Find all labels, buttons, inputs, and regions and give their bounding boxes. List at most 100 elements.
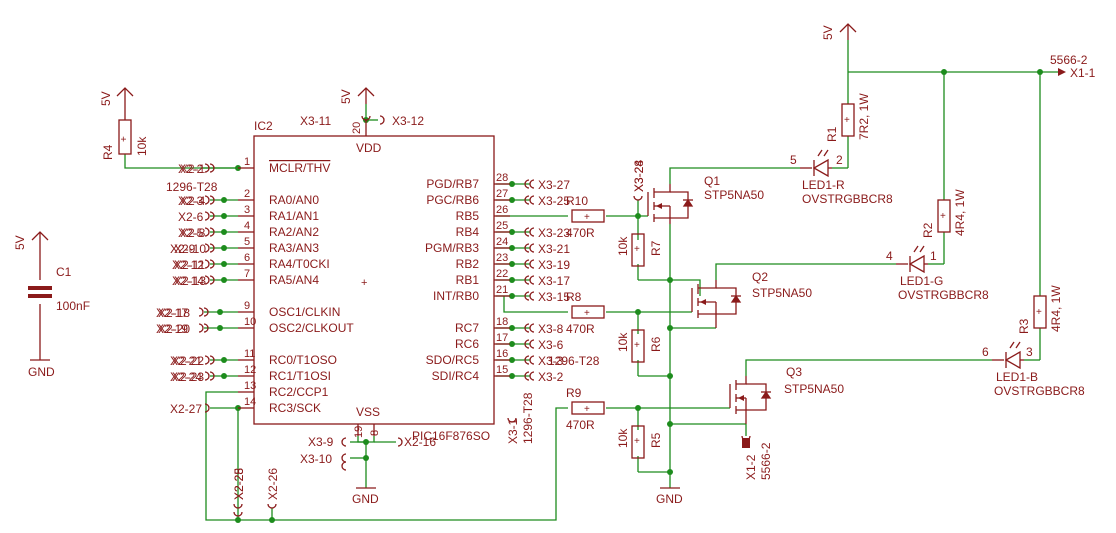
conn-1296-t28-left: 1296-T28 <box>166 180 218 194</box>
r4-resistor: + R4 10k <box>101 110 149 160</box>
conn-x2-14: X2-14 <box>172 274 204 288</box>
conn-x3-6: X3-6 <box>538 338 564 352</box>
conn-x3-3: X3-3 <box>538 354 564 368</box>
c1-value: 100nF <box>56 299 90 313</box>
c1-name: C1 <box>56 265 72 279</box>
ic-pin-label-right: RC7 <box>455 321 479 335</box>
ic-pin-num-right: 15 <box>496 364 508 376</box>
ic-pin-label-right: INT/RB0 <box>433 289 479 303</box>
conn-x3-8: X3-8 <box>538 322 564 336</box>
conn-x3-17: X3-17 <box>538 274 570 288</box>
r7-value: 10k <box>616 236 630 256</box>
svg-text:+: + <box>1036 307 1042 318</box>
ic-pin-num-left: 12 <box>244 364 256 376</box>
conn-x2-20: X2-20 <box>158 322 190 336</box>
conn-x3-12: X3-12 <box>392 114 424 128</box>
ic-pin-label-left: OSC2/CLKOUT <box>269 321 354 335</box>
gnd-mosfet: GND <box>656 492 683 506</box>
ic-pin-label-right: RB4 <box>456 225 480 239</box>
ic-pin-label-right: RB1 <box>456 273 480 287</box>
ic-pin-num-right: 24 <box>496 236 508 248</box>
conn-x2-9: X2-9 <box>170 242 196 256</box>
conn-x3-24: X3-24 <box>632 160 646 192</box>
ic-pic16f876: IC2 VDD VSS PIC16F876SO + <box>238 119 510 443</box>
conn-x3-23: X3-23 <box>538 226 570 240</box>
conn-x2-17: X2-17 <box>156 306 188 320</box>
r8-value: 470R <box>566 322 595 336</box>
conn-x2-1: X2-1 <box>180 162 206 176</box>
conn-x2-10: X2-10 <box>174 242 206 256</box>
ic-pin-num-right: 18 <box>496 316 508 328</box>
conn-x2-8: X2-8 <box>180 226 206 240</box>
gate-resistors: + + + R10 470R R8 470R R9 470R <box>566 194 605 432</box>
led-g-pin-k: 4 <box>886 249 893 263</box>
led-b-pin-k: 6 <box>982 345 989 359</box>
series-resistors: + + + R1 7R2, 1W R2 4R4, 1W R3 4R4, 1W <box>825 93 1063 334</box>
r8-name: R8 <box>566 290 582 304</box>
conn-x3-1: X3-1 <box>506 418 520 444</box>
conn-x2-18: X2-18 <box>158 306 190 320</box>
conn-x3-15: X3-15 <box>538 290 570 304</box>
ic-pin-label-left: RC2/CCP1 <box>269 385 329 399</box>
c1-capacitor: C1 100nF <box>28 265 90 313</box>
r3-value: 4R4, 1W <box>1049 285 1063 332</box>
conn-x3-2: X3-2 <box>538 370 564 384</box>
pulldown-resistors: + + + R7 10k R6 10k R5 10k <box>616 233 663 459</box>
conn-x3-28: X3-28 <box>632 160 646 192</box>
svg-text:+: + <box>584 212 590 223</box>
r3-name: R3 <box>1017 318 1031 334</box>
r6-value: 10k <box>616 332 630 352</box>
q1-name: Q1 <box>704 174 720 188</box>
left-connector-labels: X2-2 X2-1 X2-3 X2-4 X2-6 X2-5 X2-8 X2-9 … <box>156 162 218 416</box>
ic-pin-label-right: SDO/RC5 <box>426 353 480 367</box>
conn-x2-2: X2-2 <box>178 162 204 176</box>
led-blue: 6 3 LED1-B OVSTRGBBCR8 <box>982 341 1085 398</box>
r10-name: R10 <box>566 194 588 208</box>
r9-value: 470R <box>566 418 595 432</box>
ic-pin-num-left: 1 <box>244 156 250 168</box>
gnd-c1: GND <box>28 365 55 379</box>
vcc-r4: 5V <box>99 91 113 106</box>
ic-pin-num-left: 14 <box>244 396 256 408</box>
ic-pin-num-right: 25 <box>496 220 508 232</box>
conn-x3-10: X3-10 <box>300 452 332 466</box>
led-g-name: LED1-G <box>900 274 943 288</box>
ic-pin-num-left: 6 <box>244 252 250 264</box>
conn-x2-6: X2-6 <box>178 210 204 224</box>
q3-value: STP5NA50 <box>784 382 844 396</box>
led-r-pin-a: 2 <box>836 153 843 167</box>
r7-name: R7 <box>649 240 663 256</box>
ic-pin-num-left: 7 <box>244 268 250 280</box>
conn-x2-24: X2-24 <box>170 370 202 384</box>
r4-value: 10k <box>135 136 149 156</box>
r9-name: R9 <box>566 386 582 400</box>
r2-value: 4R4, 1W <box>953 189 967 236</box>
mosfet-q2: Q2 STP5NA50 <box>691 270 812 328</box>
led-b-name: LED1-B <box>996 370 1038 384</box>
ic-pin-label-left: RA5/AN4 <box>269 273 319 287</box>
led-g-pin-a: 1 <box>930 249 937 263</box>
conn-x2-26: X2-26 <box>266 468 280 500</box>
ic-name: IC2 <box>254 119 273 133</box>
ic-pin-label-left: RC0/T1OSO <box>269 353 337 367</box>
ic-pin-num-right: 17 <box>496 332 508 344</box>
ic-right-pins: 28PGD/RB727PGC/RB626RB525RB424PGM/RB323R… <box>425 172 508 383</box>
conn-x2-28: X2-28 <box>232 468 246 500</box>
r4-name: R4 <box>101 144 115 160</box>
ic-bottom-pin-8: 8 <box>369 430 381 436</box>
conn-x2-13: X2-13 <box>174 274 206 288</box>
mosfet-q3: Q3 STP5NA50 <box>729 365 844 424</box>
ic-pin-label-left: RC3/SCK <box>269 401 321 415</box>
ic-pin-num-right: 21 <box>496 284 508 296</box>
ic-pin-num-right: 22 <box>496 268 508 280</box>
led-r-pin-k: 5 <box>790 153 797 167</box>
conn-5566-2-top: 5566-2 <box>1050 53 1088 67</box>
gnd-ic: GND <box>352 492 379 506</box>
x1-2-pin <box>742 438 750 448</box>
conn-x2-23: X2-23 <box>172 370 204 384</box>
ic-pin-label-right: PGC/RB6 <box>426 193 479 207</box>
r6-name: R6 <box>649 336 663 352</box>
conn-x3-25: X3-25 <box>538 194 570 208</box>
